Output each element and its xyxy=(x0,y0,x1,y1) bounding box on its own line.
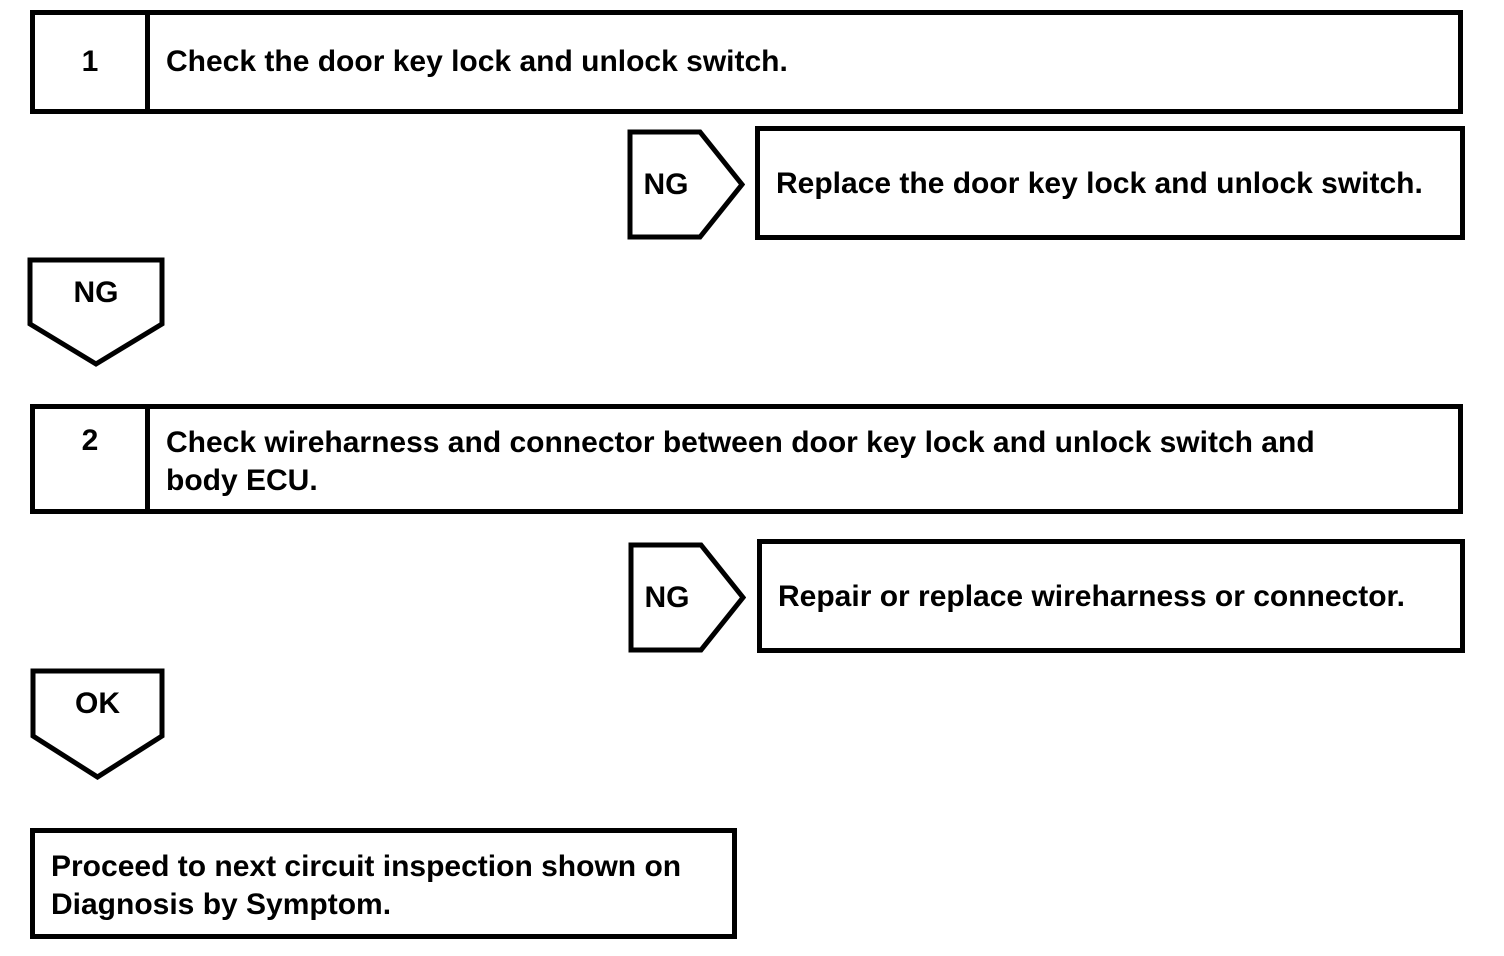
step-1-continue-label: NG xyxy=(73,276,119,309)
step-1-box: 1 Check the door key lock and unlock swi… xyxy=(30,10,1463,114)
step-2-number: 2 xyxy=(35,409,150,509)
step-2-instruction: Check wireharness and connector between … xyxy=(150,409,1458,509)
down-pentagon-icon xyxy=(27,257,165,367)
step-2-continue-label: OK xyxy=(75,687,120,720)
step-2-box: 2 Check wireharness and connector betwee… xyxy=(30,404,1463,514)
down-pentagon-outline xyxy=(30,668,165,780)
step-1-continue-pentagon: NG xyxy=(27,257,165,367)
step-2-continue-pentagon: OK xyxy=(30,668,165,780)
step-1-instruction-text: Check the door key lock and unlock switc… xyxy=(166,45,788,78)
down-pentagon-outline xyxy=(27,257,165,367)
step-2-instruction-text: Check wireharness and connector between … xyxy=(166,426,1315,497)
step-1-branch-label: NG xyxy=(643,167,689,201)
right-arrow-pentagon-outline xyxy=(627,129,745,240)
step-1-number: 1 xyxy=(35,15,150,109)
step-2-branch-label: NG xyxy=(644,580,690,614)
step-1-branch-action-text: Replace the door key lock and unlock swi… xyxy=(776,166,1423,200)
step-2-branch-action-box: Repair or replace wireharness or connect… xyxy=(757,539,1465,653)
step-1-branch-action-box: Replace the door key lock and unlock swi… xyxy=(755,126,1465,240)
step-2-ng-branch-arrow: NG xyxy=(628,542,746,653)
step-1-ng-branch-arrow: NG xyxy=(627,129,745,240)
terminal-action-text: Proceed to next circuit inspection shown… xyxy=(51,850,682,921)
right-arrow-pentagon-icon xyxy=(627,129,745,240)
step-1-instruction: Check the door key lock and unlock switc… xyxy=(150,15,1458,109)
down-pentagon-icon xyxy=(30,668,165,780)
terminal-action-box: Proceed to next circuit inspection shown… xyxy=(30,828,737,939)
step-2-branch-action-text: Repair or replace wireharness or connect… xyxy=(778,579,1405,613)
right-arrow-pentagon-outline xyxy=(628,542,746,653)
right-arrow-pentagon-icon xyxy=(628,542,746,653)
